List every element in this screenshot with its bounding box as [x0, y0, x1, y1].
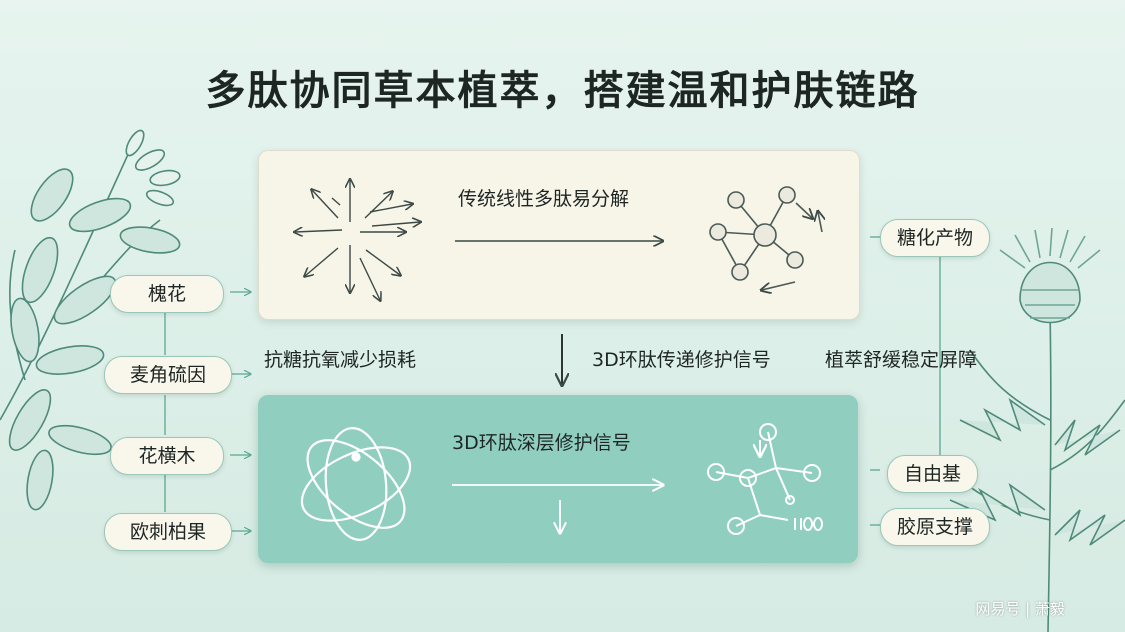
left-herb-branch-illustration: [0, 129, 181, 511]
right-connectors: [870, 236, 941, 526]
target-pill-glycation: 糖化产物: [880, 219, 991, 257]
watermark: 网易号 | 萧毅: [975, 600, 1065, 618]
cyclic-peptide-orbit-icon: [300, 427, 412, 541]
target-pill-free-radical: 自由基: [887, 455, 979, 493]
ingredient-pill-ergothioneine: 麦角硫因: [104, 356, 232, 394]
page-title: 多肽协同草本植萃，搭建温和护肤链路: [205, 68, 920, 114]
right-middle-label: 植萃舒缓稳定屏障: [825, 349, 978, 371]
cyclic-peptide-panel: [258, 395, 858, 563]
center-middle-label: 3D环肽传递修护信号: [592, 349, 771, 371]
broken-peptide-molecule-icon: [709, 186, 822, 290]
ingredient-pill-huahengmu: 花横木: [110, 437, 224, 475]
right-thistle-illustration: [949, 227, 1125, 632]
top-panel-label: 传统线性多肽易分解: [458, 188, 630, 210]
repaired-peptide-molecule-icon: [707, 423, 824, 535]
target-pill-collagen: 胶原支撑: [880, 508, 991, 546]
bottom-panel-label: 3D环肽深层修护信号: [452, 432, 631, 454]
ingredient-pill-sophora: 槐花: [110, 275, 224, 313]
left-connectors: [164, 292, 250, 531]
left-middle-label: 抗糖抗氧减少损耗: [264, 349, 417, 371]
ingredient-pill-juniper: 欧刺柏果: [104, 513, 232, 551]
scattering-arrows-icon: [295, 180, 420, 300]
